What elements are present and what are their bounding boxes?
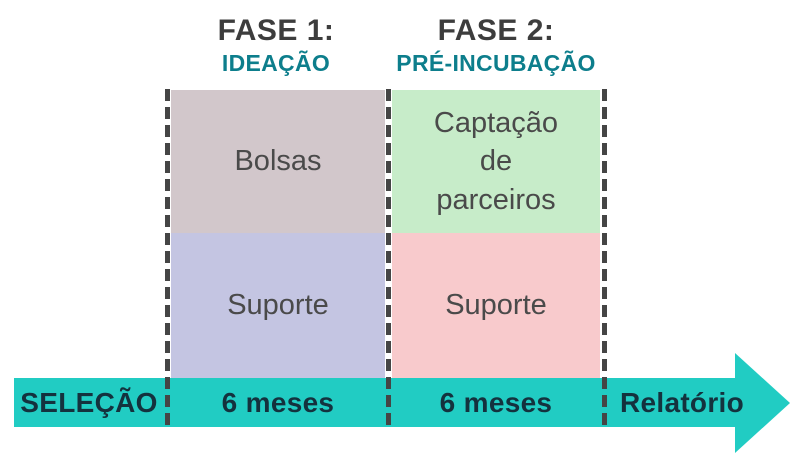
dashed-divider-end: [602, 89, 607, 429]
timeline-label-phase-2-duration: 6 meses: [439, 387, 553, 418]
phase-2-bottom-box-suporte: Suporte: [392, 233, 600, 378]
phase-2-heading: FASE 2: PRÉ-INCUBAÇÃO: [390, 14, 602, 76]
timeline-arrow-band: [14, 378, 735, 427]
phase-2-top-box-captacao: Captação de parceiros: [392, 90, 600, 233]
phase-2-title: FASE 2:: [437, 14, 555, 47]
phase-1-heading: FASE 1: IDEAÇÃO: [166, 14, 386, 76]
timeline-label-relatorio: Relatório: [619, 387, 745, 418]
timeline-label-selecao: SELEÇÃO: [20, 387, 158, 418]
dashed-divider-start: [165, 89, 170, 429]
timeline-arrowhead: [735, 353, 790, 453]
phase-1-subtitle: IDEAÇÃO: [221, 50, 331, 76]
phase-1-top-box-bolsas: Bolsas: [171, 90, 385, 233]
dashed-divider-middle: [386, 89, 391, 429]
phase-1-title: FASE 1:: [217, 14, 335, 47]
phase-1-bottom-box-suporte: Suporte: [171, 233, 385, 378]
timeline-label-phase-1-duration: 6 meses: [221, 387, 335, 418]
phase-2-subtitle: PRÉ-INCUBAÇÃO: [396, 50, 596, 76]
